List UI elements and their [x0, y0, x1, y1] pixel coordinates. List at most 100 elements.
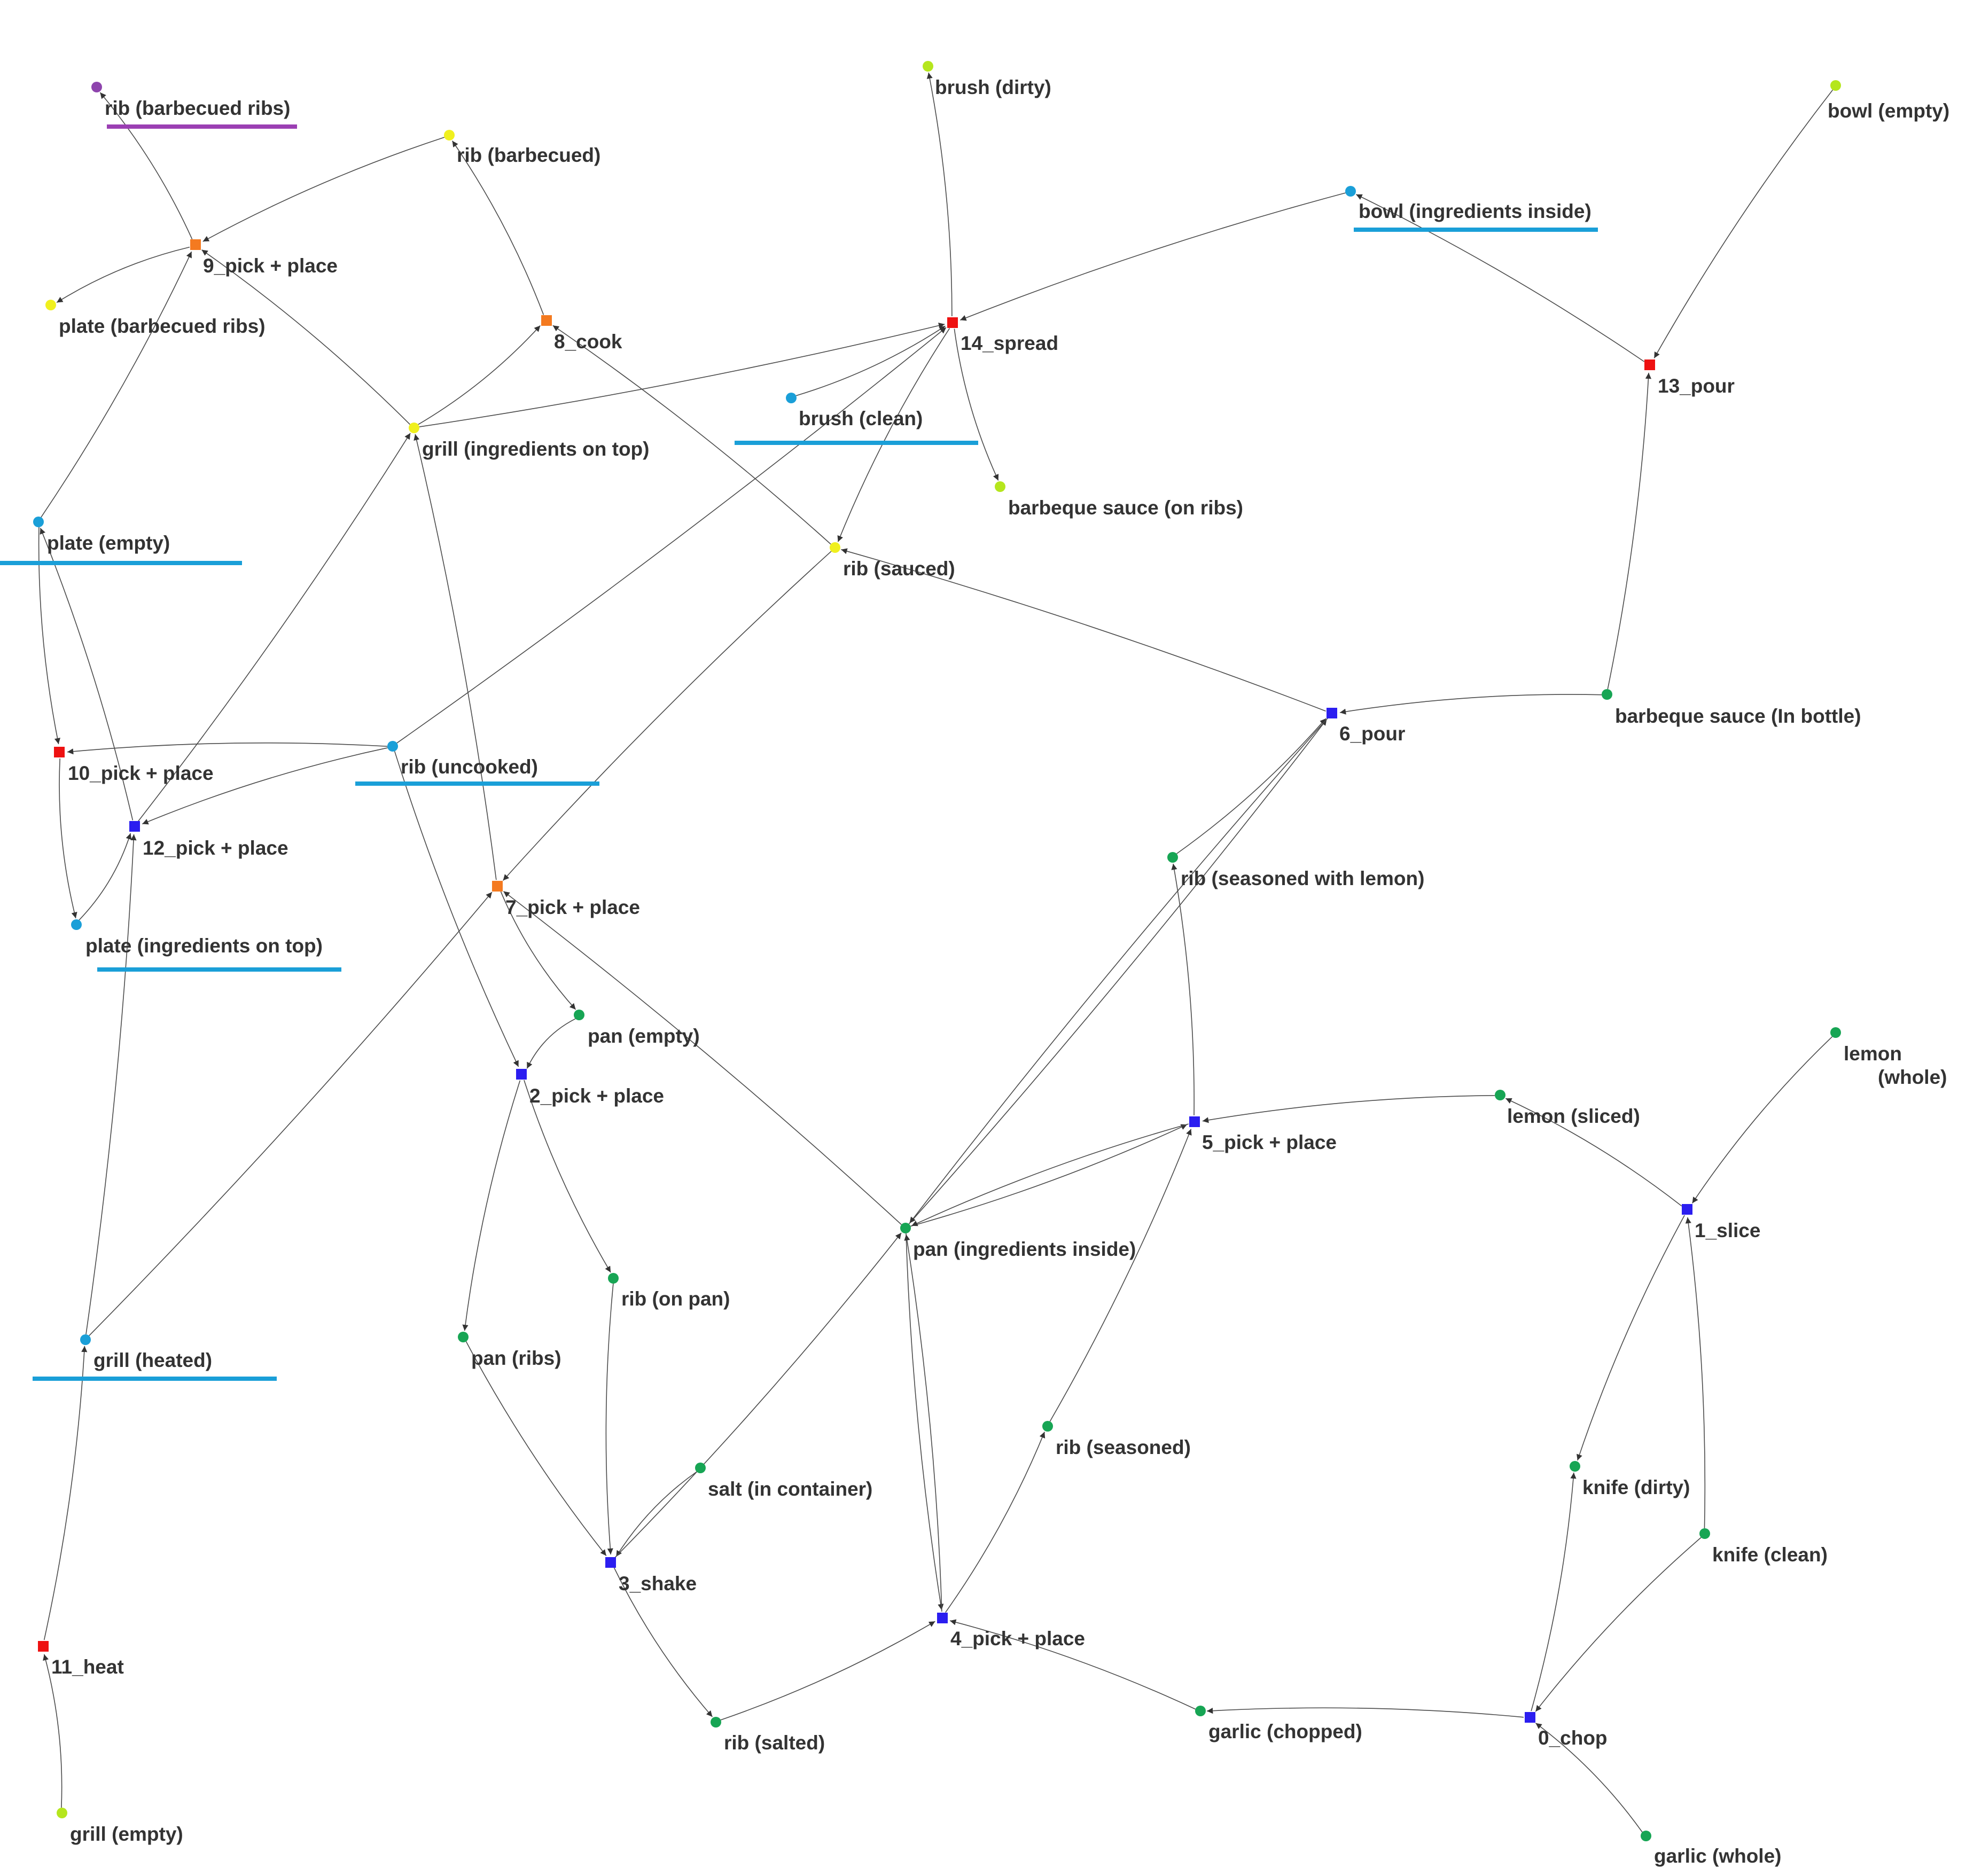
edge-a14-to-brush_dirty	[926, 72, 953, 317]
edge-pan_ribs-to-a3	[465, 1341, 607, 1556]
object-node-garlic_whole	[1641, 1831, 1651, 1841]
edge-rib_bbq-to-a9	[202, 137, 445, 242]
node-label-a6: 6_pour	[1339, 723, 1405, 745]
node-label-rib_salted: rib (salted)	[724, 1732, 825, 1754]
node-label-grill_empty: grill (empty)	[70, 1823, 183, 1845]
object-node-rib_uncooked	[387, 741, 398, 752]
action-node-a7	[492, 881, 503, 892]
action-node-a1	[1682, 1204, 1692, 1215]
node-label-knife_dirty: knife (dirty)	[1582, 1476, 1690, 1498]
edge-a7-to-grill_top	[414, 434, 497, 880]
edge-pan_inside-to-a6	[908, 719, 1328, 1224]
edge-plate_top-to-a12	[79, 833, 132, 920]
edge-plate_empty-to-a9	[41, 251, 192, 518]
edge-a4-to-rib_seasoned	[945, 1432, 1046, 1613]
object-node-sauce_ribs	[995, 481, 1005, 492]
object-node-rib_bbq	[444, 130, 455, 140]
edge-grill_top-to-a8	[418, 325, 541, 425]
edge-a6-to-pan_inside	[909, 717, 1328, 1224]
edges-layer	[38, 72, 1834, 1833]
edge-rib_sauced-to-a7	[502, 551, 832, 881]
node-label-a14: 14_spread	[961, 332, 1058, 354]
edge-a4-to-pan_inside	[904, 1234, 942, 1612]
edge-rib_uncooked-to-a14	[396, 327, 947, 744]
node-label-rib_bbq: rib (barbecued)	[457, 144, 600, 166]
edge-sauce_bottle-to-a6	[1339, 694, 1602, 715]
node-label-brush_clean: brush (clean)	[799, 408, 923, 429]
edge-rib_sauced-to-a8	[552, 325, 831, 545]
node-label-brush_dirty: brush (dirty)	[935, 76, 1051, 98]
edge-plate_empty-to-a10	[38, 527, 60, 745]
node-label-a9: 9_pick + place	[203, 255, 338, 277]
node-label-lemon_sliced: lemon (sliced)	[1507, 1105, 1640, 1127]
object-node-brush_dirty	[923, 61, 933, 72]
edge-a14-to-sauce_ribs	[954, 329, 999, 481]
object-node-rib_salted	[711, 1717, 721, 1728]
action-node-a9	[190, 239, 201, 250]
node-label-rib_seasoned: rib (seasoned)	[1056, 1436, 1191, 1458]
edge-a13-to-bowl_inside	[1356, 194, 1645, 362]
node-label-rib_uncooked: rib (uncooked)	[401, 756, 538, 778]
node-label-garlic_whole: garlic (whole)	[1654, 1845, 1781, 1867]
edge-a7-to-pan_empty	[500, 891, 576, 1010]
action-node-a8	[541, 315, 552, 326]
node-label-a5: 5_pick + place	[1202, 1131, 1337, 1153]
action-node-a14	[947, 317, 958, 328]
node-label-grill_heated: grill (heated)	[93, 1349, 212, 1371]
edge-a0-to-knife_dirty	[1531, 1472, 1577, 1711]
object-node-pan_inside	[900, 1223, 911, 1233]
action-node-a10	[54, 747, 65, 757]
object-node-plate_top	[71, 919, 82, 930]
object-node-brush_clean	[786, 393, 797, 403]
edge-a12-to-plate_empty	[40, 528, 134, 820]
edge-a2-to-rib_on_pan	[524, 1080, 611, 1273]
object-node-rib_seasoned	[1042, 1421, 1053, 1432]
node-label-sauce_bottle: barbeque sauce (In bottle)	[1615, 705, 1861, 727]
edge-grill_heated-to-a7	[89, 892, 493, 1336]
edge-knife_clean-to-a1	[1685, 1217, 1706, 1529]
object-node-pan_ribs	[458, 1332, 469, 1342]
edge-a12-to-grill_top	[138, 433, 411, 822]
object-node-lemon_sliced	[1495, 1090, 1505, 1100]
node-label-a2: 2_pick + place	[529, 1085, 664, 1107]
edge-a5-to-pan_inside	[911, 1123, 1189, 1226]
object-node-sauce_bottle	[1602, 689, 1612, 700]
edge-lemon_whole-to-a1	[1691, 1036, 1833, 1203]
edge-brush_clean-to-a14	[795, 325, 946, 396]
edge-rib_salted-to-a4	[720, 1621, 935, 1721]
edge-a5-to-rib_lemon	[1171, 863, 1195, 1116]
edge-lemon_sliced-to-a5	[1202, 1095, 1495, 1123]
object-node-grill_empty	[57, 1808, 67, 1818]
edge-a3-to-rib_salted	[613, 1567, 713, 1717]
edge-pan_inside-to-a5	[910, 1124, 1188, 1227]
object-node-grill_top	[409, 423, 419, 433]
action-node-a0	[1525, 1712, 1535, 1723]
edge-a1-to-knife_dirty	[1577, 1215, 1685, 1461]
node-label-sauce_ribs: barbeque sauce (on ribs)	[1008, 497, 1243, 519]
edge-a1-to-lemon_sliced	[1505, 1098, 1682, 1207]
node-label-knife_clean: knife (clean)	[1712, 1544, 1828, 1566]
object-node-plate_empty	[33, 517, 44, 527]
node-label-bowl_empty: bowl (empty)	[1828, 100, 1949, 122]
object-node-lemon_whole	[1830, 1027, 1841, 1038]
edge-rib_uncooked-to-a10	[67, 742, 388, 755]
object-node-rib_sauced	[830, 542, 840, 553]
node-label-salt: salt (in container)	[708, 1478, 872, 1500]
object-node-knife_dirty	[1570, 1461, 1580, 1472]
action-node-a13	[1644, 359, 1655, 370]
edge-a14-to-rib_sauced	[837, 328, 950, 542]
node-label-a11: 11_heat	[51, 1656, 124, 1678]
action-node-a2	[516, 1069, 527, 1080]
action-node-a6	[1327, 708, 1337, 718]
node-label-a0: 0_chop	[1538, 1727, 1608, 1749]
edge-rib_uncooked-to-a12	[142, 747, 388, 825]
action-node-a4	[937, 1613, 948, 1623]
node-label-pan_ribs: pan (ribs)	[471, 1347, 561, 1369]
edge-rib_lemon-to-a6	[1176, 718, 1327, 854]
node-label-grill_top: grill (ingredients on top)	[422, 438, 649, 460]
edge-salt-to-a3	[615, 1471, 697, 1557]
node-label-a7: 7_pick + place	[505, 896, 640, 918]
node-label-lemon_whole: lemon(whole)	[1844, 1043, 1947, 1088]
edge-a2-to-pan_ribs	[462, 1080, 521, 1331]
